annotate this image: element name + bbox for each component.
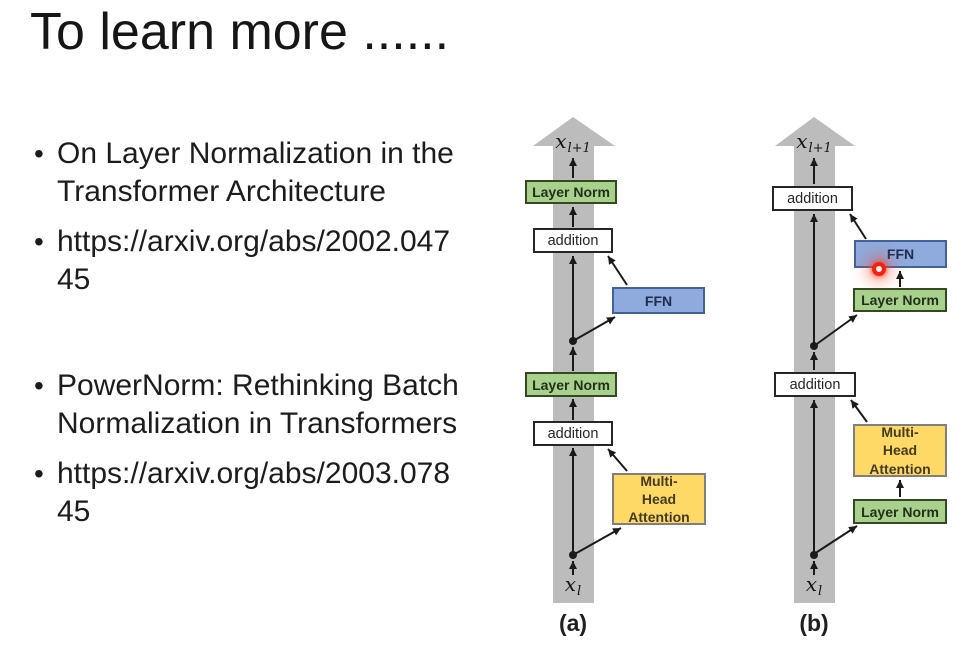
- layer-norm-upper-box-b: Layer Norm: [853, 288, 947, 312]
- laser-pointer-dot: [872, 262, 886, 276]
- flow-arrow: [813, 525, 858, 555]
- branch-dot: [569, 551, 577, 559]
- multi-head-attention-box-a: Multi-Head Attention: [612, 473, 706, 525]
- addition-mid-box-b: addition: [774, 372, 856, 397]
- flow-arrows-a: [569, 158, 628, 575]
- math-var: x: [805, 572, 818, 596]
- flow-arrow: [850, 399, 868, 423]
- layer-norm-mid-box-a: Layer Norm: [525, 372, 617, 397]
- flow-arrow: [607, 448, 628, 472]
- bullet-marker: •: [34, 370, 44, 401]
- bullet-marker: •: [34, 226, 44, 257]
- flow-arrows-b: [810, 158, 904, 575]
- layer-norm-lower-box-b: Layer Norm: [853, 499, 947, 524]
- caption-a: (a): [558, 610, 588, 636]
- bullet-text-url: https://arxiv.org/abs/2003.07845: [57, 457, 451, 528]
- bullet-text: On Layer Normalization in the Transforme…: [57, 137, 454, 208]
- ffn-box-a: FFN: [612, 287, 705, 314]
- math-var: x: [555, 129, 567, 153]
- flow-arrow: [849, 213, 867, 240]
- math-subscript: l+1: [808, 141, 832, 156]
- branch-dot: [569, 337, 577, 345]
- addition-top-box-b: addition: [772, 186, 853, 211]
- layer-norm-top-box-a: Layer Norm: [525, 180, 617, 204]
- bullet-text: PowerNorm: Rethinking Batch Normalizatio…: [57, 369, 459, 440]
- bullet-marker: •: [34, 138, 44, 169]
- bullet-text-url: https://arxiv.org/abs/2002.04745: [57, 225, 451, 296]
- addition-top-box-a: addition: [533, 228, 613, 253]
- bullet-marker: •: [34, 458, 44, 489]
- multi-head-attention-box-b: Multi-Head Attention: [853, 424, 947, 477]
- branch-dot: [810, 342, 818, 350]
- slide-title: To learn more ......: [30, 3, 450, 61]
- bullet-item: • https://arxiv.org/abs/2003.07845: [34, 455, 479, 531]
- flow-arrow: [572, 316, 616, 342]
- flow-arrow: [607, 255, 628, 286]
- bullet-list: • On Layer Normalization in the Transfor…: [34, 135, 479, 531]
- ffn-box-b: FFN: [854, 240, 947, 268]
- bullet-item: • On Layer Normalization in the Transfor…: [34, 135, 479, 211]
- math-var: x: [796, 129, 808, 153]
- bullet-item: • PowerNorm: Rethinking Batch Normalizat…: [34, 367, 479, 443]
- math-subscript: l: [818, 584, 823, 599]
- bullet-item: • https://arxiv.org/abs/2002.04745: [34, 223, 479, 299]
- flow-arrow: [572, 527, 622, 556]
- math-subscript: l: [577, 584, 582, 599]
- math-subscript: l+1: [567, 141, 591, 156]
- caption-b: (b): [799, 610, 829, 636]
- math-var: x: [564, 572, 577, 596]
- addition-mid-box-a: addition: [533, 421, 613, 446]
- flow-arrow: [813, 314, 858, 347]
- branch-dot: [810, 551, 818, 559]
